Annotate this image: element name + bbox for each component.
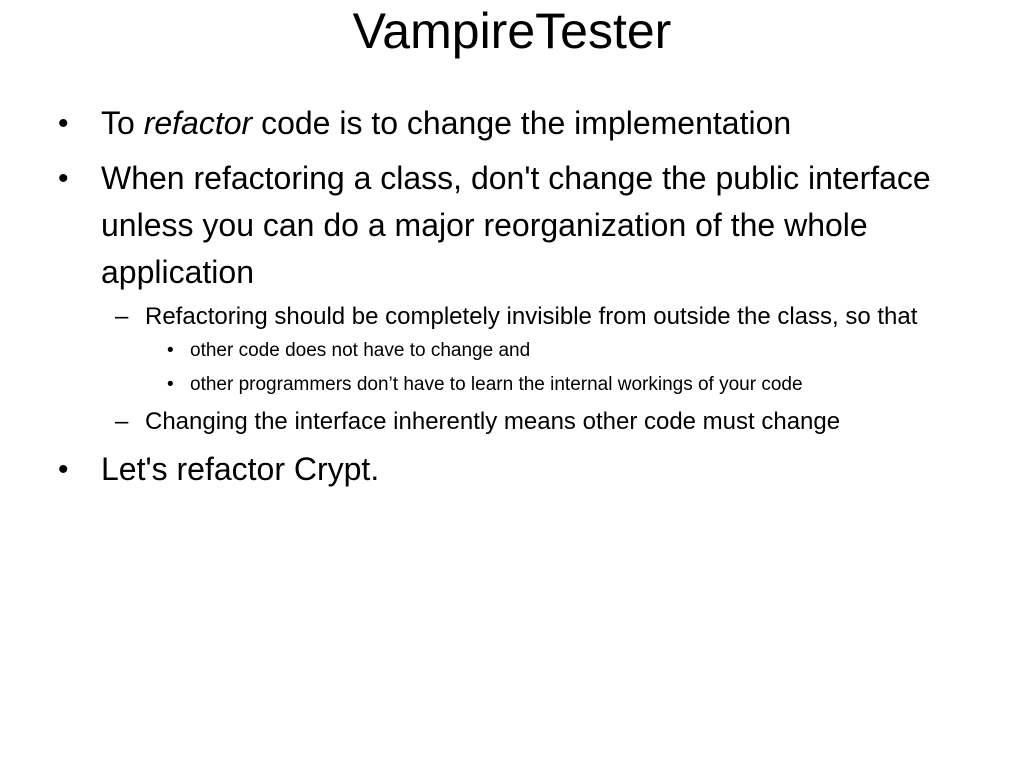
slide-title: VampireTester (352, 3, 672, 59)
bullet-marker: • (58, 162, 69, 195)
bullet-text-suffix: code is to change the implementation (252, 105, 792, 141)
bullet-text-prefix: To (101, 105, 144, 141)
bullet-marker: • (58, 107, 69, 140)
sub-sub-bullet-item: • other programmers don’t have to learn … (145, 371, 976, 399)
sub-bullet-list: – Refactoring should be completely invis… (101, 300, 976, 438)
sub-bullet-text: Changing the interface inherently means … (145, 408, 841, 435)
bullet-marker: • (58, 453, 69, 486)
sub-sub-bullet-list: • other code does not have to change and… (145, 337, 976, 399)
bullet-text: Let's refactor Crypt. (101, 451, 380, 487)
sub-sub-bullet-text: other programmers don’t have to learn th… (190, 374, 803, 395)
bullet-item-public-interface: • When refactoring a class, don't change… (56, 155, 976, 438)
dash-marker: – (115, 303, 129, 330)
bullet-marker: • (167, 374, 174, 395)
bullet-item-refactor-definition: • To refactor code is to change the impl… (56, 100, 976, 147)
bullet-marker: • (167, 340, 174, 361)
dash-marker: – (115, 408, 129, 435)
sub-sub-bullet-item: • other code does not have to change and (145, 337, 976, 365)
sub-bullet-item-interface-change: – Changing the interface inherently mean… (101, 405, 976, 438)
bullet-text-emphasis: refactor (143, 105, 253, 141)
sub-sub-bullet-text: other code does not have to change and (190, 340, 531, 361)
bullet-list: • To refactor code is to change the impl… (56, 100, 976, 493)
slide-body: • To refactor code is to change the impl… (56, 100, 976, 501)
sub-bullet-text: Refactoring should be completely invisib… (145, 303, 918, 330)
bullet-item-refactor-crypt: • Let's refactor Crypt. (56, 446, 976, 493)
sub-bullet-item-invisible: – Refactoring should be completely invis… (101, 300, 976, 399)
bullet-text: When refactoring a class, don't change t… (101, 160, 931, 290)
